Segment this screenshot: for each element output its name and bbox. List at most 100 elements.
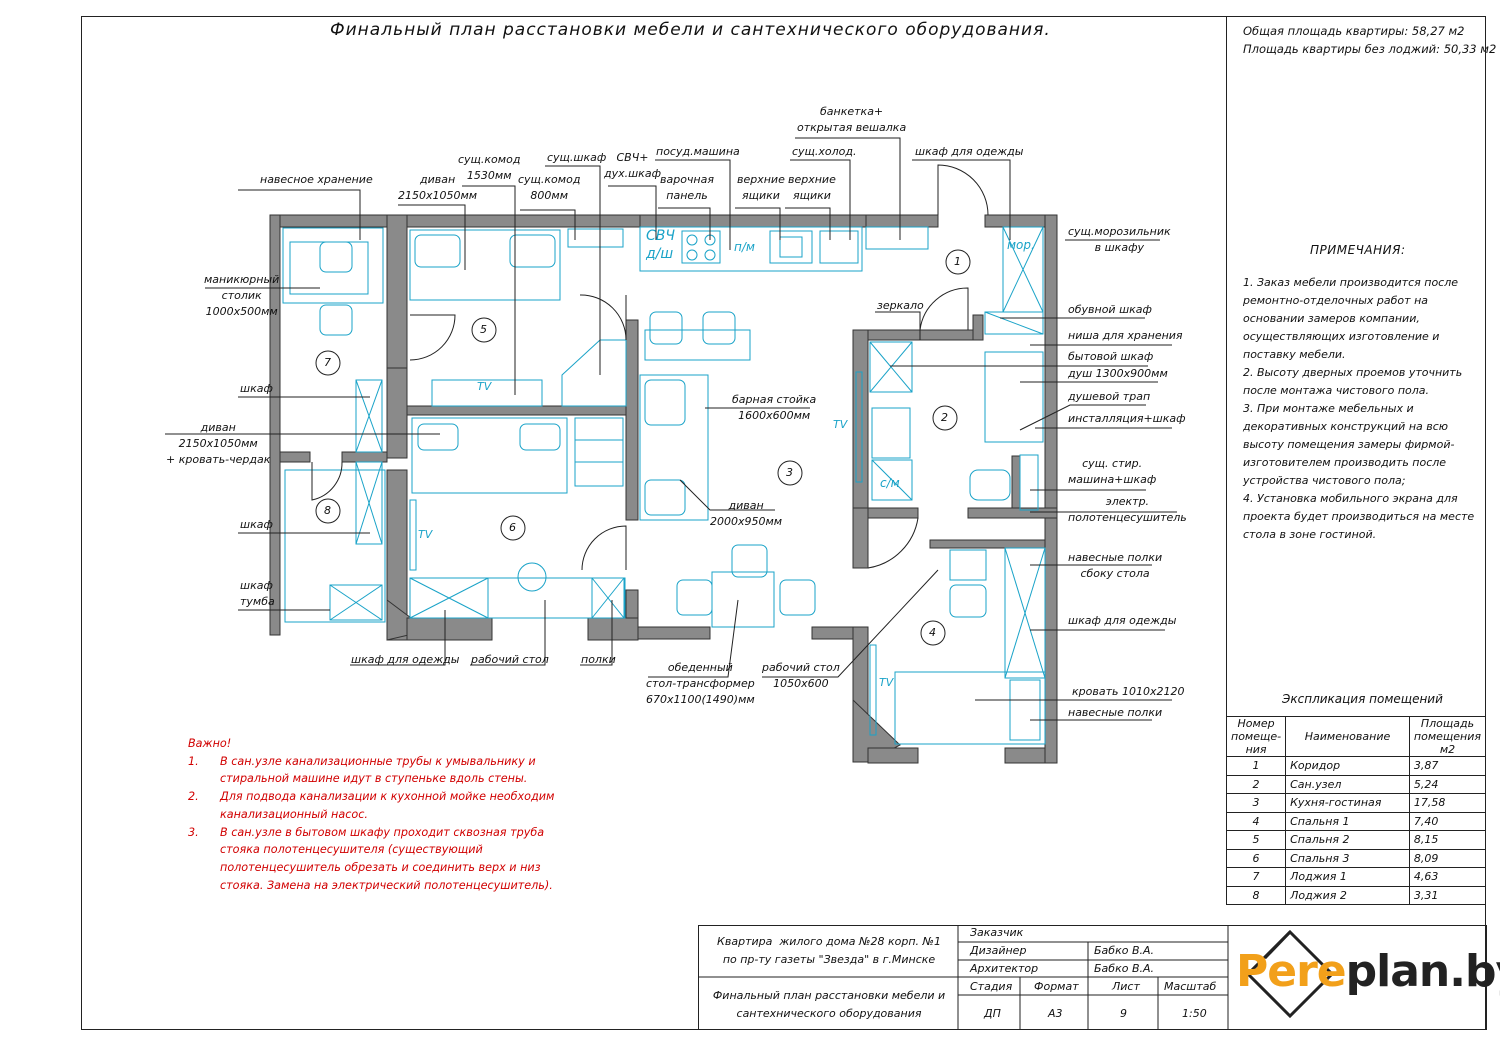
dishwasher-oven-mark: д/ш	[646, 246, 674, 262]
label-shelves: полки	[581, 653, 616, 666]
drawing-title: Финальный план расстановки мебели и сант…	[330, 20, 1051, 40]
scale-label: Масштаб	[1164, 980, 1217, 993]
explication-title: Экспликация помещений	[1282, 692, 1443, 706]
label-hanging-storage: навесное хранение	[260, 173, 373, 186]
leader-lines	[165, 137, 1177, 721]
room-number-8: 8	[324, 504, 331, 517]
label-installation: инсталляция+шкаф	[1068, 412, 1186, 425]
explication-header: Площадь помещения м2	[1408, 716, 1487, 757]
tv-mark: TV	[879, 676, 894, 689]
label-top-cabinets-2: верхние ящики	[788, 173, 836, 202]
label-microwave-oven: СВЧ+ дух.шкаф	[604, 151, 661, 180]
architect-label: Архитектор	[970, 962, 1039, 975]
area-without-loggias: Площадь квартиры без лоджий: 50,33 м2	[1243, 42, 1497, 56]
right-panel-divider	[1226, 16, 1227, 716]
label-dishwasher: посуд.машина	[656, 145, 740, 158]
format-label: Формат	[1034, 980, 1079, 993]
sheet-title: Финальный план расстановки мебели и сант…	[712, 989, 946, 1020]
title-block: Квартира жилого дома №28 корп. №1 по пр-…	[698, 925, 1487, 1030]
explication-header: Наименование	[1285, 716, 1410, 757]
label-sofa-5: диван 2150х1050мм	[398, 173, 478, 202]
label-shower-drain: душевой трап	[1068, 390, 1151, 403]
explication-header: Номер помеще-ния	[1225, 716, 1287, 757]
explication-table: Номер помеще-ния Наименование Площадь по…	[1225, 716, 1487, 905]
room-number-circles	[315, 249, 971, 646]
total-area: Общая площадь квартиры: 58,27 м2	[1243, 24, 1465, 38]
label-dresser-800: сущ.комод 800мм	[518, 173, 581, 202]
logo-mark-icon	[1245, 929, 1335, 1018]
label-side-shelves: навесные полки сбоку стола	[1068, 551, 1163, 580]
designer-name: Бабко В.А.	[1094, 944, 1155, 957]
customer-label: Заказчик	[970, 926, 1024, 939]
note-item: 1. Заказ мебели производится после ремон…	[1243, 276, 1459, 361]
room-number-3: 3	[786, 466, 793, 479]
room-number-2: 2	[941, 411, 948, 424]
doors	[311, 164, 989, 571]
label-desk-6: рабочий стол	[471, 653, 549, 666]
note-item: 3. При монтаже мебельных и декоративных …	[1243, 402, 1455, 487]
architect-name: Бабко В.А.	[1094, 962, 1155, 975]
microwave-mark: СВЧ	[646, 228, 675, 244]
notes-list: 1. Заказ мебели производится после ремон…	[1243, 274, 1483, 544]
note-item: 2. Высоту дверных проемов уточнить после…	[1243, 366, 1463, 397]
label-top-cabinets-1: верхние ящики	[737, 173, 785, 202]
label-clothes-wardrobe-4: шкаф для одежды	[1068, 614, 1177, 627]
label-wardrobe-8: шкаф	[240, 518, 273, 531]
furniture	[282, 226, 1046, 745]
label-shoe-cabinet: обувной шкаф	[1068, 303, 1152, 316]
format-value: А3	[1048, 1007, 1063, 1020]
room-number-6: 6	[509, 521, 516, 534]
room-number-1: 1	[954, 255, 961, 268]
warning-heading: Важно!	[188, 737, 232, 750]
label-shower: душ 1300х900мм	[1068, 367, 1168, 380]
label-sofa-6: диван 2150х1050мм + кровать-чердак	[166, 421, 271, 466]
label-manicure-table: маникюрный столик 1000х500мм	[204, 273, 280, 318]
note-item: 4. Установка мобильного экрана для проек…	[1243, 492, 1475, 541]
room-number-7: 7	[324, 356, 331, 369]
label-wardrobe-nightstand: шкаф тумба	[240, 579, 275, 608]
label-utility-cabinet: бытовой шкаф	[1068, 350, 1154, 363]
designer-label: Дизайнер	[970, 944, 1027, 957]
label-bar-counter: барная стойка 1600х600мм	[732, 393, 817, 422]
room-number-4: 4	[929, 626, 936, 639]
label-niche: ниша для хранения	[1068, 329, 1183, 342]
freezer-mark: мор.	[1007, 238, 1035, 252]
label-mirror: зеркало	[877, 299, 924, 312]
notes-heading: ПРИМЕЧАНИЯ:	[1310, 243, 1406, 257]
tv-mark: TV	[418, 528, 433, 541]
label-clothes-wardrobe-top: шкаф для одежды	[915, 145, 1024, 158]
warning-block: Важно! 1.В сан.узле канализационные труб…	[188, 735, 554, 894]
logo: Pereplan.by	[1236, 946, 1500, 997]
label-existing-wardrobe: сущ.шкаф	[547, 151, 607, 164]
label-towel-rail: электр. полотенцесушитель	[1068, 495, 1187, 524]
warning-item: 2.Для подвода канализации к кухонной мой…	[188, 790, 555, 821]
label-fridge: сущ.холод.	[792, 145, 857, 158]
label-washer: сущ. стир. машина+шкаф	[1068, 457, 1157, 486]
warning-item: 1.В сан.узле канализационные трубы к умы…	[188, 754, 536, 786]
tv-mark: TV	[477, 380, 492, 393]
label-hob: варочная панель	[660, 173, 714, 202]
tv-mark: TV	[833, 418, 848, 431]
label-hanging-shelves: навесные полки	[1068, 706, 1163, 719]
washer-mark: с/м	[880, 476, 900, 490]
label-dining-table: обеденный стол-трансформер 670х1100(1490…	[646, 661, 755, 706]
object-description: Квартира жилого дома №28 корп. №1 по пр-…	[717, 935, 941, 966]
warning-item: 3.В сан.узле в бытовом шкафу проходит ск…	[188, 825, 553, 892]
label-clothes-wardrobe-bottom: шкаф для одежды	[351, 653, 460, 666]
scale-value: 1:50	[1182, 1007, 1207, 1020]
label-desk-4: рабочий стол 1050х600	[762, 661, 840, 690]
label-dresser-1530: сущ.комод 1530мм	[458, 153, 521, 182]
pm-mark: п/м	[734, 240, 755, 254]
label-wardrobe-7: шкаф	[240, 382, 273, 395]
sheet-label: Лист	[1112, 980, 1140, 993]
sheet-value: 9	[1120, 1007, 1127, 1020]
